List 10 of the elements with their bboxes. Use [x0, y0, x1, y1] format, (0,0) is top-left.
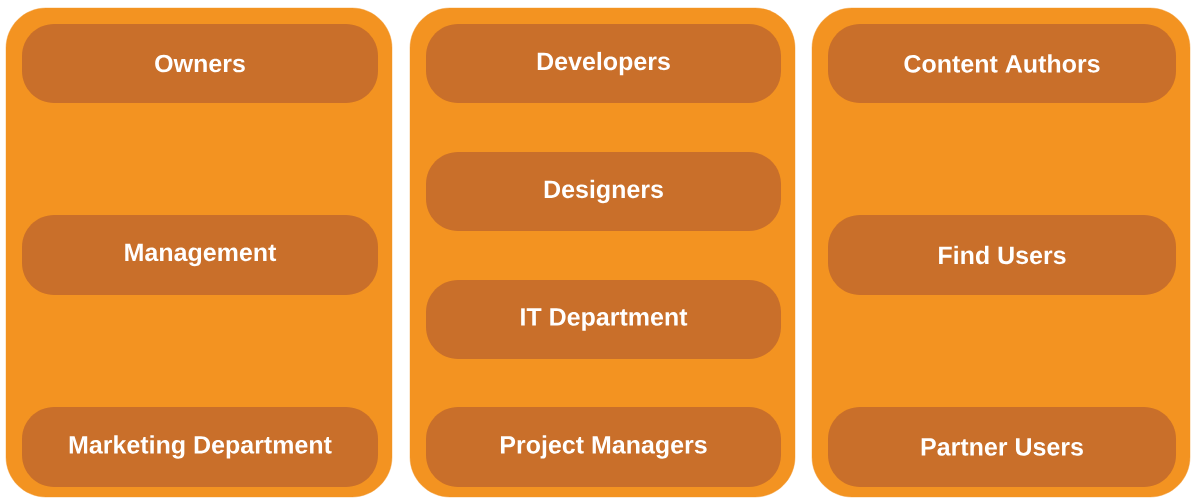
- role-box: Partner Users: [828, 407, 1176, 487]
- role-box: Marketing Department: [22, 407, 378, 487]
- role-box: Developers: [426, 24, 781, 103]
- role-box: IT Department: [426, 280, 781, 359]
- role-box: Find Users: [828, 215, 1176, 295]
- role-box: Project Managers: [426, 407, 781, 487]
- role-box: Content Authors: [828, 24, 1176, 103]
- role-box: Owners: [22, 24, 378, 103]
- role-box: Designers: [426, 152, 781, 231]
- role-box: Management: [22, 215, 378, 295]
